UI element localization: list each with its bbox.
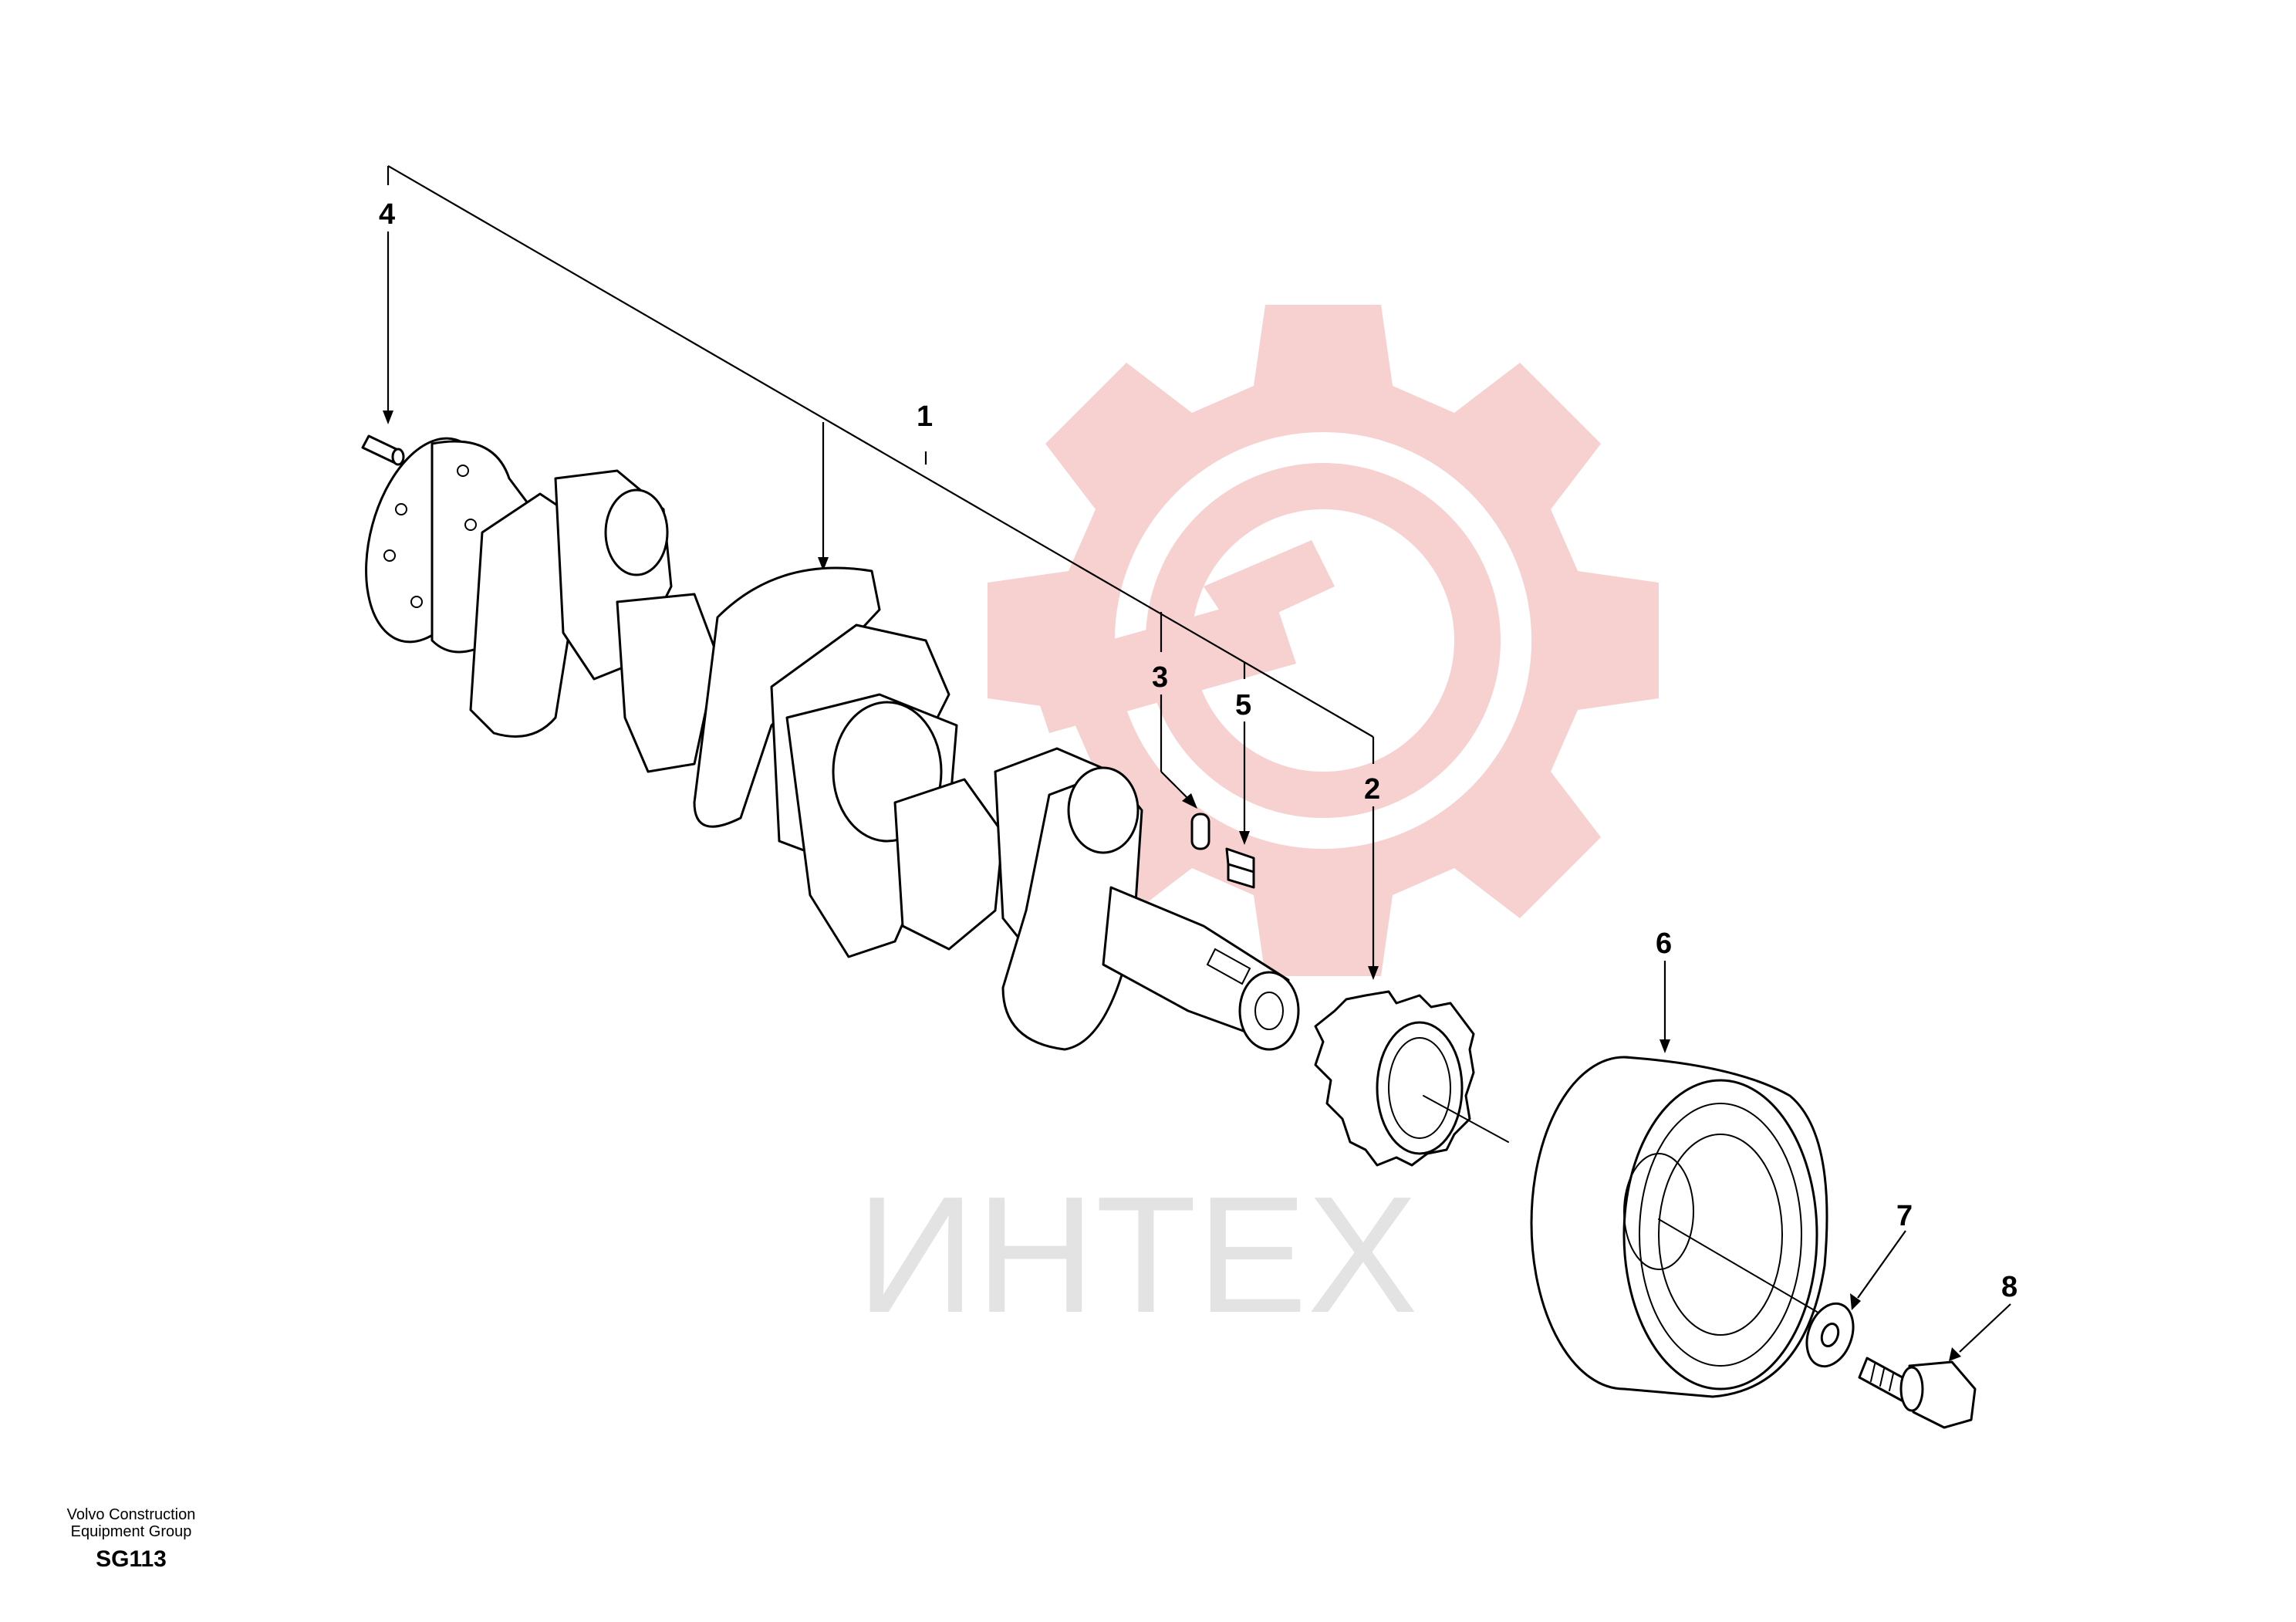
gear-logo-icon bbox=[988, 305, 1659, 976]
callout-3: 3 bbox=[1152, 661, 1168, 694]
organization-line-1: Volvo Construction bbox=[66, 1506, 196, 1523]
leader-lines bbox=[383, 165, 2011, 1361]
callout-2: 2 bbox=[1364, 773, 1380, 806]
callout-1: 1 bbox=[917, 400, 933, 433]
callout-8: 8 bbox=[2001, 1271, 2017, 1303]
callout-7: 7 bbox=[1896, 1200, 1913, 1232]
crankshaft bbox=[365, 437, 1300, 1051]
callout-labels: 1 2 3 4 5 6 7 8 bbox=[379, 198, 2017, 1303]
pin-3 bbox=[1190, 813, 1210, 850]
crankshaft-pulley bbox=[1530, 1056, 1828, 1398]
callout-6: 6 bbox=[1656, 928, 1672, 960]
crankshaft-gear bbox=[1314, 990, 1509, 1167]
pin-4 bbox=[361, 434, 405, 466]
figure-code: SG113 bbox=[96, 1546, 167, 1572]
key-5 bbox=[1225, 847, 1255, 889]
callout-4: 4 bbox=[379, 198, 395, 231]
footer: Volvo Construction Equipment Group SG113 bbox=[31, 1506, 231, 1573]
callout-5: 5 bbox=[1235, 689, 1251, 721]
bolt bbox=[1858, 1357, 1977, 1429]
organization-line-2: Equipment Group bbox=[70, 1523, 192, 1540]
washer bbox=[1805, 1302, 1855, 1368]
watermark-text: ИНТЕХ bbox=[856, 1161, 1418, 1347]
